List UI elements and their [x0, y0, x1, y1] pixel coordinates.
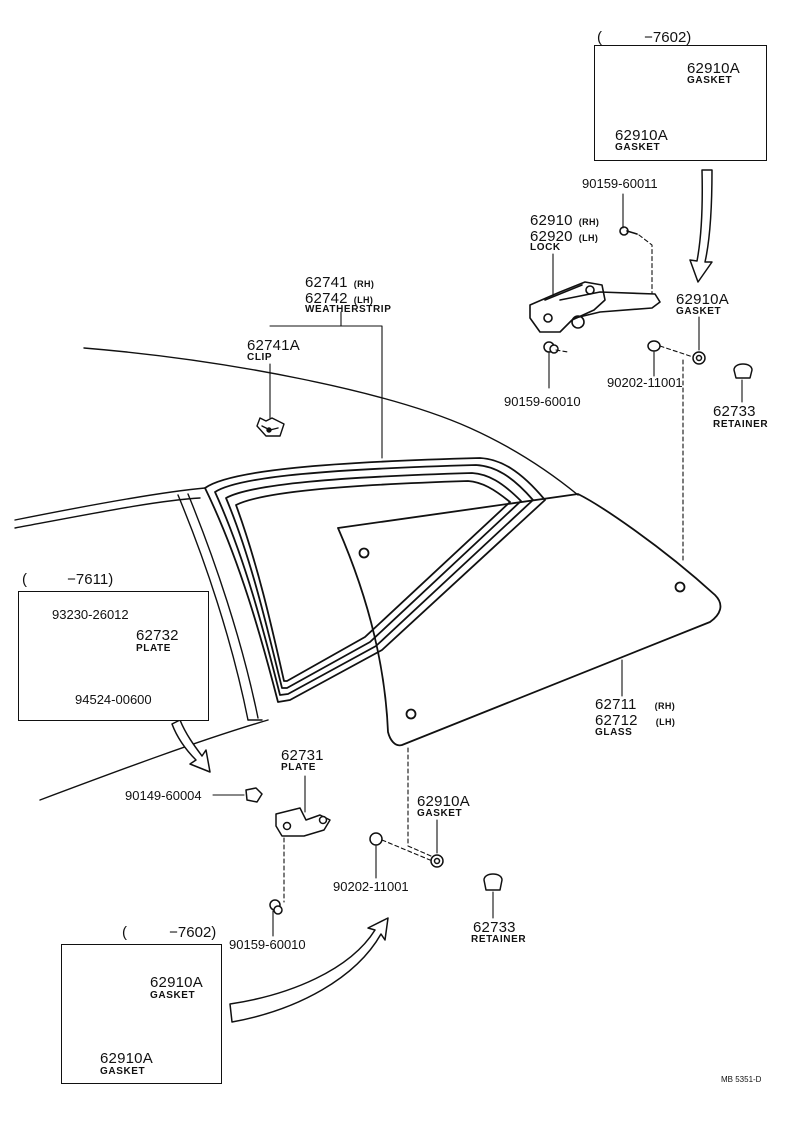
- lock-rh-side: (RH): [578, 217, 600, 227]
- glass-name: GLASS: [595, 727, 633, 738]
- lock-lh-side: (LH): [578, 233, 599, 243]
- plate-name: PLATE: [281, 762, 317, 773]
- inset-left-header-paren: (: [22, 571, 27, 588]
- lock-rh-pn: 62910: [530, 212, 573, 229]
- direction-arrows: [171, 169, 713, 1023]
- glass-lh-side: (LH): [655, 717, 676, 727]
- gasket-right-pn: 62910A: [676, 291, 729, 308]
- washer-right-pn: 90202-11001: [607, 375, 683, 390]
- weatherstrip-name: WEATHERSTRIP: [305, 304, 392, 315]
- inset-bottom-gasket-b-pn: 62910A: [100, 1050, 153, 1067]
- lock-name: LOCK: [530, 242, 561, 253]
- screw-top-pn: 90159-60011: [582, 176, 658, 191]
- lock-rh-label: 62910 (RH): [530, 213, 599, 228]
- clip-part: [256, 417, 285, 437]
- weatherstrip-rh-label: 62741 (RH): [305, 275, 374, 290]
- arrow-left: [171, 719, 211, 773]
- retainer-lower-name: RETAINER: [471, 934, 527, 945]
- gasket-right-name: GASKET: [676, 306, 722, 317]
- inset-bottom-gasket-a-name: GASKET: [150, 990, 196, 1001]
- bolt-left-pn: 90149-60004: [125, 788, 202, 803]
- weatherstrip-rh-side: (RH): [353, 279, 375, 289]
- inset-left-nut-pn: 94524-00600: [75, 692, 152, 707]
- weatherstrip-frame: [204, 457, 546, 703]
- clip-pn: 62741A: [247, 337, 300, 354]
- weatherstrip-lh-side: (LH): [353, 295, 374, 305]
- retainer-right-pn: 62733: [713, 403, 756, 420]
- weatherstrip-rh-pn: 62741: [305, 274, 348, 291]
- retainer-lower-pn: 62733: [473, 919, 516, 936]
- lock-lh-label: 62920 (LH): [530, 229, 598, 244]
- glass-lh-label: 62712 (LH): [595, 713, 675, 728]
- inset-top-header: ( −7602): [597, 30, 691, 45]
- weatherstrip-lh-pn: 62742: [305, 290, 348, 307]
- doc-code: MB 5351-D: [721, 1075, 762, 1084]
- clip-name: CLIP: [247, 352, 273, 363]
- inset-left-header-code: −7611): [67, 571, 114, 588]
- arrow-top: [689, 169, 713, 283]
- plate-pn: 62731: [281, 747, 324, 764]
- inset-left-box: [18, 591, 209, 721]
- inset-top-gasket-a-pn: 62910A: [687, 60, 740, 77]
- inset-bottom-header-paren: (: [122, 924, 127, 941]
- inset-left-header: ( −7611): [22, 572, 113, 587]
- inset-bottom-header: ( −7602): [122, 925, 216, 940]
- inset-top-header-code: −7602): [644, 29, 692, 46]
- inset-top-gasket-b-name: GASKET: [615, 142, 661, 153]
- washer-lower-pn: 90202-11001: [333, 879, 409, 894]
- weatherstrip-lh-label: 62742 (LH): [305, 291, 373, 306]
- inset-left-screw-pn: 93230-26012: [52, 607, 129, 622]
- lock-lh-pn: 62920: [530, 228, 573, 245]
- glass-rh-pn: 62711: [595, 696, 637, 713]
- inset-top-gasket-a-name: GASKET: [687, 75, 733, 86]
- inset-bottom-gasket-a-pn: 62910A: [150, 974, 203, 991]
- screw-mid-pn: 90159-60010: [504, 394, 581, 409]
- retainer-right-name: RETAINER: [713, 419, 769, 430]
- screw-bottom-pn: 90159-60010: [229, 937, 306, 952]
- inset-top-header-paren: (: [597, 29, 602, 46]
- fasteners: [245, 340, 753, 915]
- inset-bottom-gasket-b-name: GASKET: [100, 1066, 146, 1077]
- lock-assembly: [529, 226, 661, 333]
- arrow-bottom: [229, 917, 389, 1023]
- leader-lines: [212, 193, 743, 937]
- gasket-lower-name: GASKET: [417, 808, 463, 819]
- glass-panel: [337, 493, 722, 747]
- inset-bottom-box: [61, 944, 222, 1084]
- assembly-dashed-lines: [283, 234, 694, 903]
- car-body-outline: [14, 347, 579, 801]
- inset-bottom-header-code: −7602): [169, 924, 217, 941]
- gasket-lower-pn: 62910A: [417, 793, 470, 810]
- inset-top-box: [594, 45, 767, 161]
- inset-left-plate-name: PLATE: [136, 643, 172, 654]
- inset-left-plate-pn: 62732: [136, 627, 179, 644]
- glass-rh-label: 62711 (RH): [595, 697, 675, 712]
- inset-top-gasket-b-pn: 62910A: [615, 127, 668, 144]
- glass-lh-pn: 62712: [595, 712, 638, 729]
- glass-rh-side: (RH): [654, 701, 676, 711]
- plate-bracket: [275, 807, 331, 837]
